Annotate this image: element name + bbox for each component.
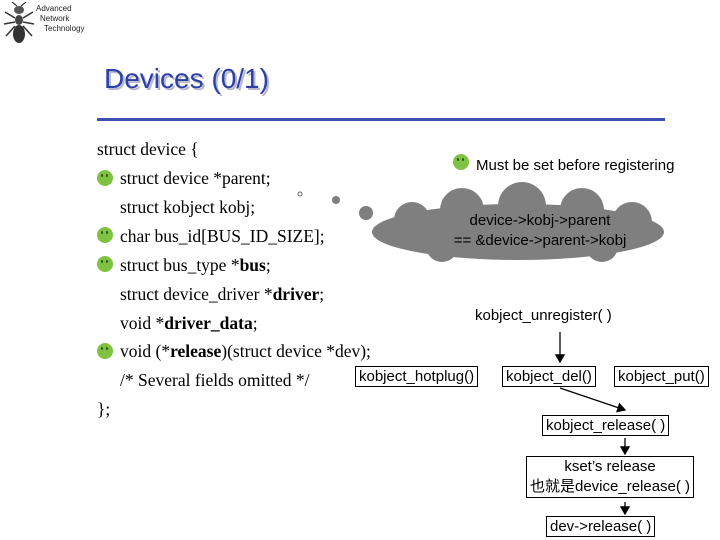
registration-note: Must be set before registering xyxy=(476,157,674,174)
kset-release-line-2: 也就是device_release( ) xyxy=(530,475,690,496)
code-line-8-post: )(struct device *dev); xyxy=(221,341,371,361)
code-line-8-bold: release xyxy=(170,341,221,361)
code-block: struct device { xyxy=(97,135,199,164)
page-title: Devices (0/1) xyxy=(104,63,269,95)
smiley-icon xyxy=(97,256,113,272)
kset-release-line-1: kset’s release xyxy=(530,458,690,475)
code-line-7-post: ; xyxy=(253,313,258,333)
logo-line-2: Network xyxy=(40,14,84,24)
dev-release-box: dev->release( ) xyxy=(546,516,655,537)
code-line-8: void (*release)(struct device *dev); xyxy=(120,337,371,366)
cloud-line-2: == &device->parent->kobj xyxy=(420,231,660,251)
code-line-2: struct device *parent; xyxy=(120,164,271,193)
code-line-7-pre: void * xyxy=(120,313,164,333)
code-line-5: struct bus_type *bus; xyxy=(120,251,271,280)
code-line-6-post: ; xyxy=(319,284,324,304)
cloud-line-1: device->kobj->parent xyxy=(420,211,660,231)
code-line-1: struct device { xyxy=(97,135,199,164)
code-line-9: /* Several fields omitted */ xyxy=(120,366,310,395)
cloud-text: device->kobj->parent == &device->parent-… xyxy=(420,211,660,251)
kset-release-box: kset’s release 也就是device_release( ) xyxy=(526,456,694,498)
kobject-put-box: kobject_put() xyxy=(614,366,709,387)
logo: Advanced Network Technology xyxy=(2,2,92,46)
ant-logo-icon xyxy=(2,2,36,46)
smiley-icon xyxy=(97,343,113,359)
logo-line-3: Technology xyxy=(44,24,84,34)
code-line-5-bold: bus xyxy=(240,255,266,275)
smiley-icon xyxy=(97,227,113,243)
code-line-10: }; xyxy=(97,395,110,424)
code-line-3: struct kobject kobj; xyxy=(120,193,255,222)
kobject-hotplug-box: kobject_hotplug() xyxy=(355,366,478,387)
smiley-icon xyxy=(97,170,113,186)
code-line-5-post: ; xyxy=(266,255,271,275)
smiley-icon xyxy=(453,154,469,170)
kobject-del-box: kobject_del() xyxy=(502,366,596,387)
code-line-7: void *driver_data; xyxy=(120,309,258,338)
code-line-6: struct device_driver *driver; xyxy=(120,280,324,309)
code-line-5-pre: struct bus_type * xyxy=(120,255,240,275)
code-line-7-bold: driver_data xyxy=(164,313,252,333)
code-line-8-pre: void (* xyxy=(120,341,170,361)
code-line-6-pre: struct device_driver * xyxy=(120,284,273,304)
logo-line-1: Advanced xyxy=(36,4,84,14)
title-divider xyxy=(97,118,665,121)
code-line-6-bold: driver xyxy=(273,284,320,304)
kobject-unregister-label: kobject_unregister( ) xyxy=(472,306,615,325)
kobject-release-box: kobject_release( ) xyxy=(542,415,669,436)
